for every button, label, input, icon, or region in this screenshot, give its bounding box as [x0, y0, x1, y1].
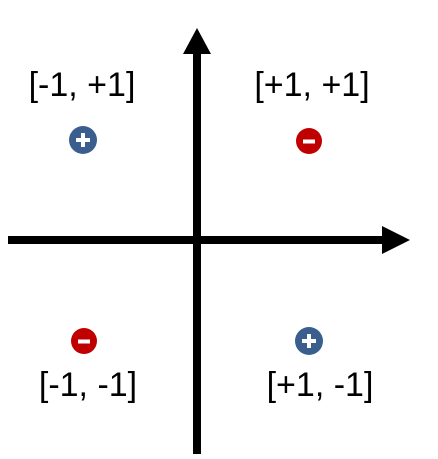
label-bottom-left: [-1, -1] — [38, 366, 138, 404]
plus-circle-icon — [69, 126, 97, 154]
x-axis-arrow-icon — [382, 226, 410, 254]
minus-circle-icon — [295, 127, 323, 155]
plus-circle-icon — [295, 327, 323, 355]
y-axis-arrow-icon — [183, 28, 211, 54]
label-top-right: [+1, +1] — [254, 66, 370, 104]
label-bottom-right: [+1, -1] — [266, 366, 374, 404]
minus-circle-icon — [70, 327, 98, 355]
label-top-left: [-1, +1] — [28, 66, 136, 104]
